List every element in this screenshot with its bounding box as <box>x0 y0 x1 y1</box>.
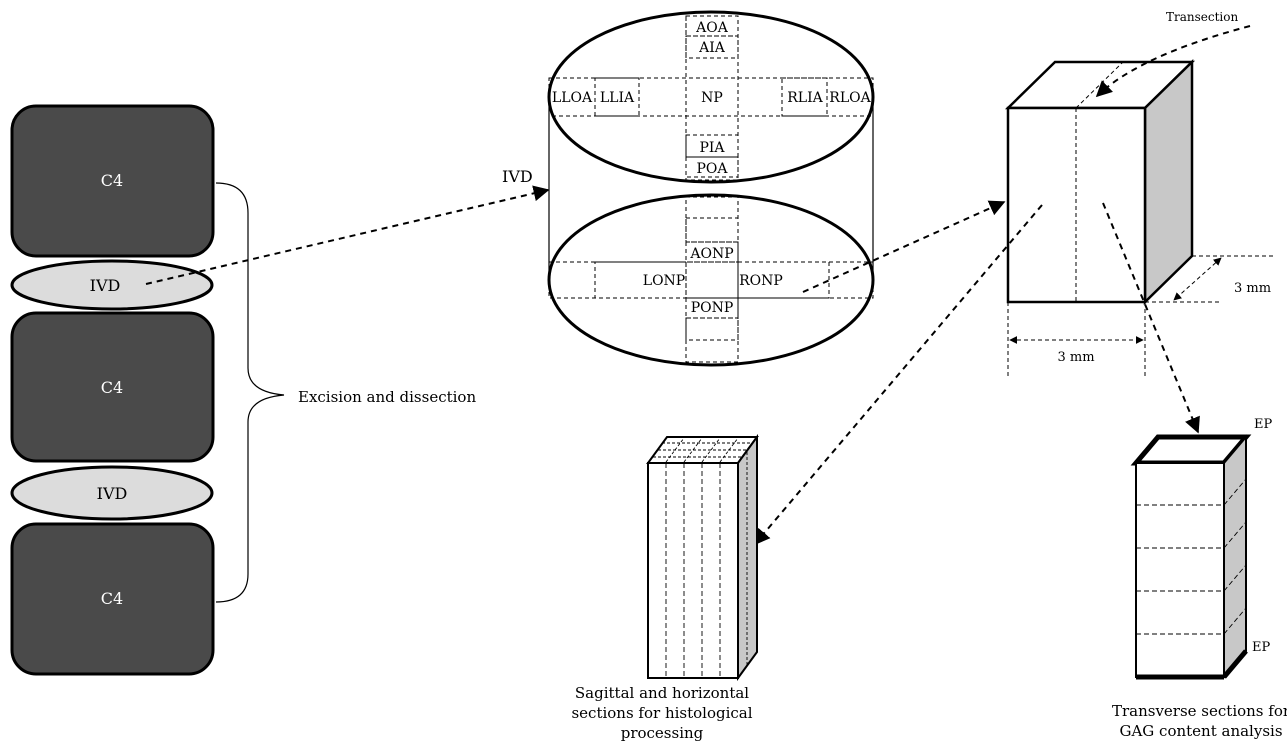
region-poa: POA <box>696 161 728 177</box>
histology-top-hatch <box>653 437 754 463</box>
width-label: 3 mm <box>1057 350 1094 365</box>
arrow-ivd-to-detail <box>145 185 550 285</box>
vertebra-label: C4 <box>101 171 123 190</box>
region-lonp: LONP <box>643 273 685 289</box>
disc-label: IVD <box>90 276 121 295</box>
vertebra-label: C4 <box>101 589 123 608</box>
gag-front-face <box>1135 462 1225 678</box>
spine-column: C4 IVD C4 IVD C4 Excision and dissection <box>10 104 476 676</box>
region-np: NP <box>701 90 723 106</box>
arrow-detail-to-block <box>802 200 1006 293</box>
disc-ivd-top <box>10 259 214 311</box>
ivd-detail-label: IVD <box>502 167 533 186</box>
vertebra-label: C4 <box>101 378 123 397</box>
vertebra-c4-middle <box>10 311 215 463</box>
tissue-block: Transection 3 mm 3 mm <box>1004 10 1276 378</box>
bracket-label: Excision and dissection <box>298 388 476 406</box>
disc-ivd-bottom <box>10 465 214 521</box>
region-rloa: RLOA <box>829 90 871 106</box>
histology-side-face <box>737 433 758 682</box>
vertebra-c4-bottom <box>10 522 215 676</box>
region-rlia: RLIA <box>787 90 823 106</box>
gag-block: EP EP Transverse sections for GAG conten… <box>1112 417 1287 740</box>
disc-detail: IVD AOA AIA LLOA LLIA NP RLIA RLOA PIA P… <box>502 10 875 367</box>
region-lloa: LLOA <box>552 90 593 106</box>
transection-line-top <box>1075 61 1124 109</box>
gag-side-face <box>1223 434 1247 680</box>
region-aonp: AONP <box>689 246 733 262</box>
histology-front-face <box>647 462 739 679</box>
region-ponp: PONP <box>691 300 734 316</box>
depth-label: 3 mm <box>1234 281 1271 296</box>
region-aoa: AOA <box>695 20 729 36</box>
ep-bottom-label: EP <box>1252 640 1270 655</box>
vertebra-c4-top <box>10 104 215 258</box>
transection-arrow <box>1095 25 1251 98</box>
ep-top-label: EP <box>1254 417 1272 432</box>
histology-caption-line-2: sections for histological <box>571 704 752 722</box>
bottom-region-grid <box>548 196 874 363</box>
region-llia: LLIA <box>600 90 635 106</box>
arrow-block-to-gag <box>1102 202 1200 434</box>
region-ronp: RONP <box>739 273 783 289</box>
gag-caption-line-2: GAG content analysis <box>1119 722 1282 740</box>
depth-dimension-arrow <box>1173 257 1222 301</box>
region-pia: PIA <box>699 140 725 156</box>
histology-caption-line-3: processing <box>621 724 704 742</box>
gag-transverse-sections <box>1136 478 1247 635</box>
gag-caption-line-1: Transverse sections for <box>1112 702 1287 720</box>
region-aia: AIA <box>698 40 726 56</box>
disc-label: IVD <box>97 484 128 503</box>
transection-label: Transection <box>1166 10 1238 24</box>
histology-caption-line-1: Sagittal and horizontal <box>575 684 749 702</box>
excision-bracket <box>215 182 285 603</box>
top-region-grid <box>548 15 874 181</box>
histology-block: Sagittal and horizontal sections for his… <box>571 433 759 742</box>
histology-section-lines <box>665 463 721 678</box>
arrow-block-to-histology <box>753 204 1043 546</box>
gag-bottom-endplate-side <box>1222 649 1248 679</box>
